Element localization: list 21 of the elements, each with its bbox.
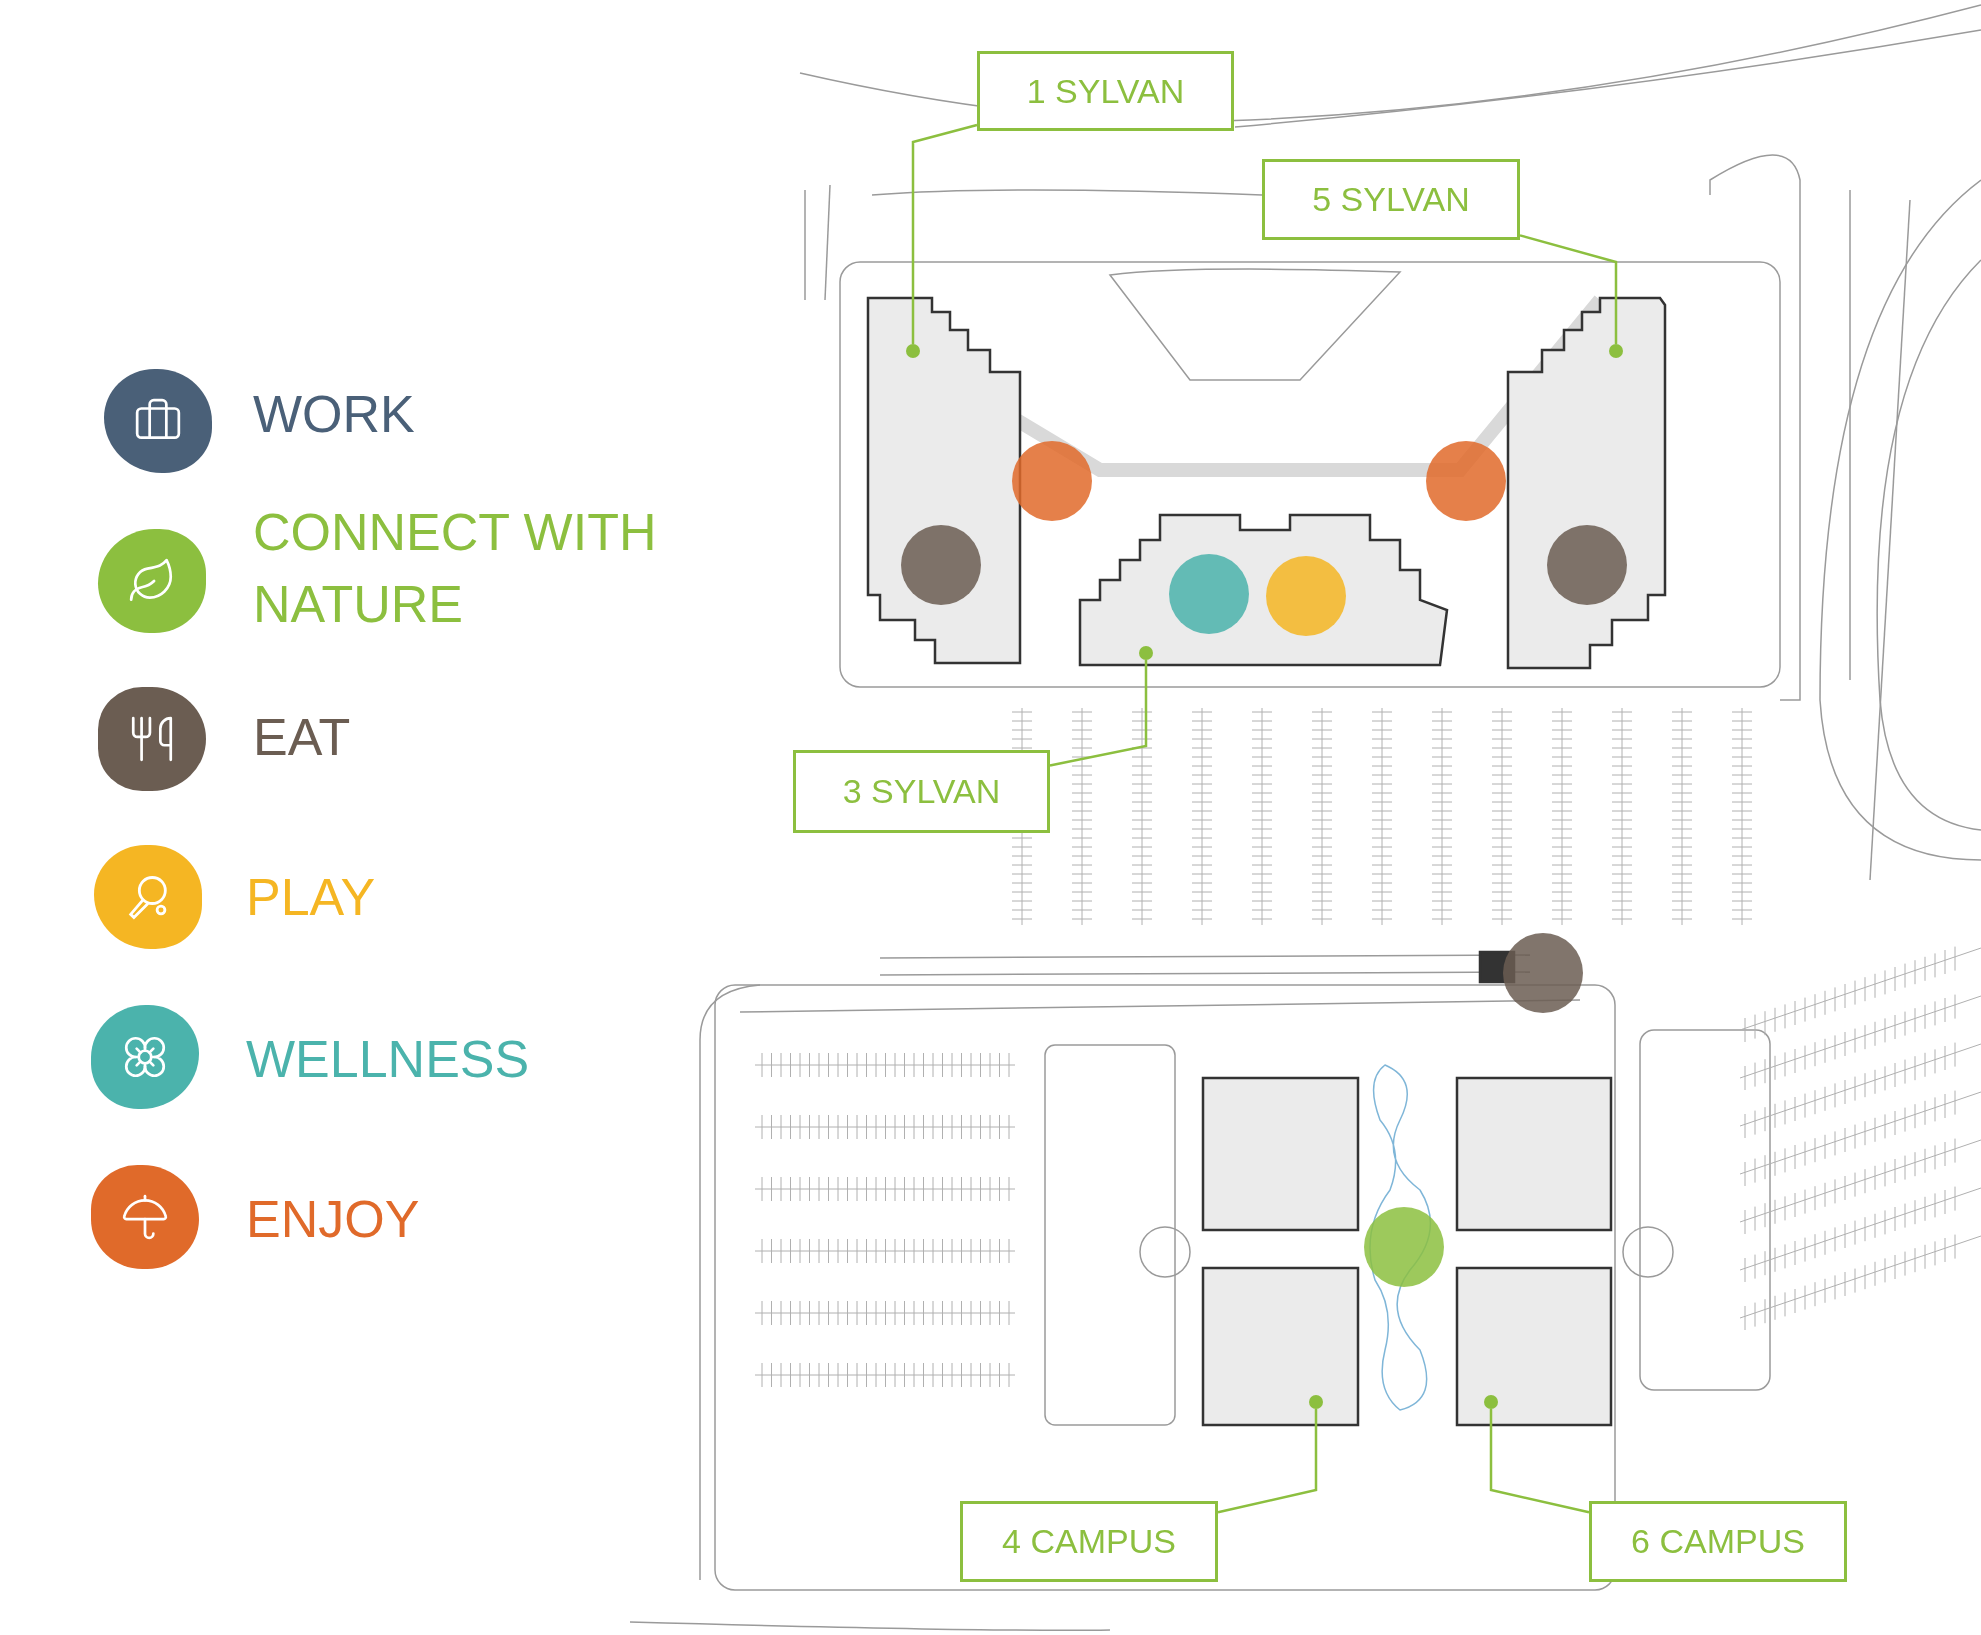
leader-line	[1489, 1409, 1590, 1514]
leader-line	[1217, 1409, 1318, 1514]
building-name: 6 CAMPUS	[1631, 1521, 1805, 1562]
leader-line	[1519, 234, 1618, 344]
label-box	[960, 1501, 1218, 1582]
building-name: 3 SYLVAN	[842, 771, 1001, 812]
legend-label: ENJOY	[246, 1189, 421, 1250]
building-name: 4 CAMPUS	[1002, 1521, 1176, 1562]
label-box	[793, 750, 1050, 833]
building-name: 5 SYLVAN	[1312, 179, 1470, 220]
legend-label: PLAY	[246, 867, 377, 928]
leader-line	[911, 123, 978, 344]
leader-line	[1049, 660, 1148, 767]
legend-label: WELLNESS	[246, 1029, 531, 1090]
legend-label: CONNECT WITH NATURE	[253, 502, 658, 635]
label-box	[1262, 159, 1520, 240]
legend-label: EAT	[253, 707, 352, 768]
building-name: 1 SYLVAN	[1026, 70, 1185, 112]
label-box	[1589, 1501, 1847, 1582]
legend-label: WORK	[253, 384, 416, 445]
label-box	[977, 51, 1234, 131]
